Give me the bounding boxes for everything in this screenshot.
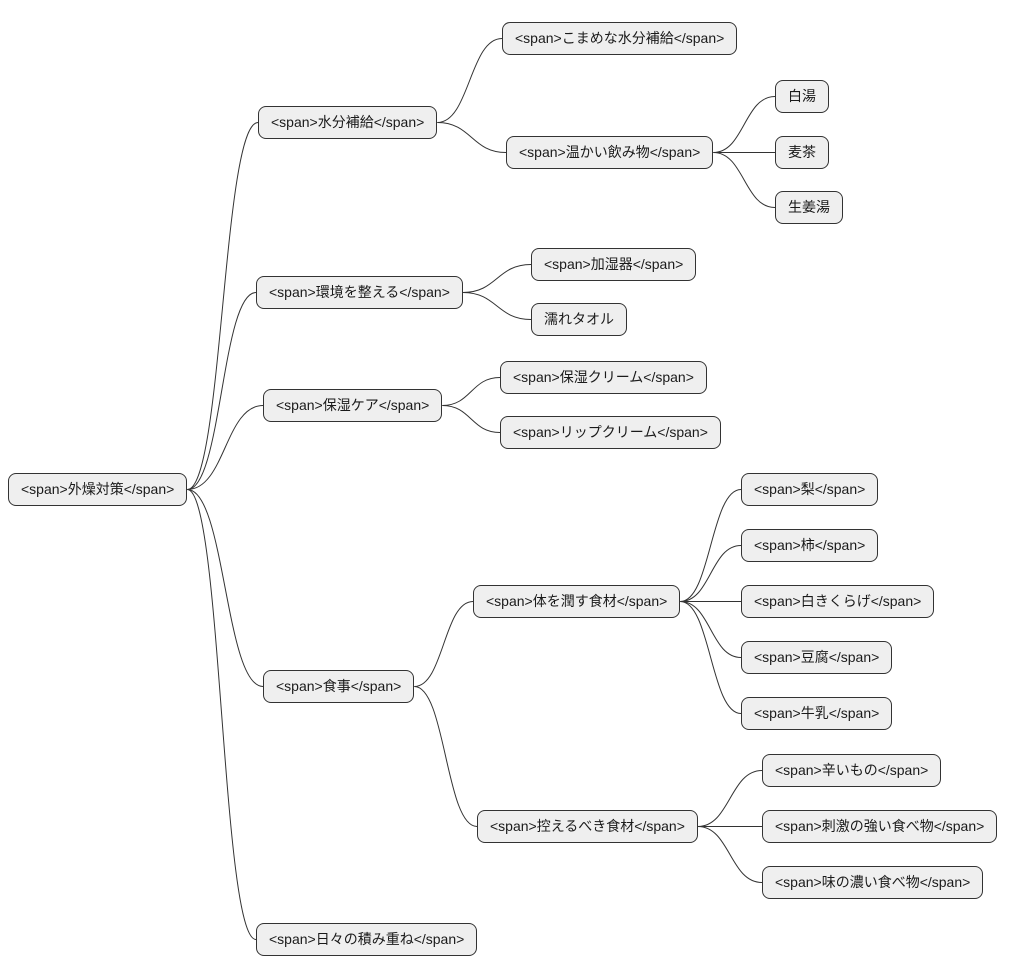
node-root: <span>外燥対策</span> <box>8 473 188 506</box>
node-meals: <span>食事</span> <box>263 670 415 703</box>
node-wet-towel: 濡れタオル <box>531 303 627 336</box>
node-daily-effort: <span>日々の積み重ね</span> <box>256 923 478 956</box>
node-environment: <span>環境を整える</span> <box>256 276 463 309</box>
node-moisture-care: <span>保湿ケア</span> <box>263 389 443 422</box>
node-strong-tasting-food: <span>味の濃い食べ物</span> <box>762 866 984 899</box>
node-white-fungus: <span>白きくらげ</span> <box>741 585 935 618</box>
node-lip-cream: <span>リップクリーム</span> <box>500 416 721 449</box>
node-tofu: <span>豆腐</span> <box>741 641 893 674</box>
node-mugicha: 麦茶 <box>775 136 829 169</box>
node-pear: <span>梨</span> <box>741 473 879 506</box>
node-foods-to-avoid: <span>控えるべき食材</span> <box>477 810 698 843</box>
node-stimulating-food: <span>刺激の強い食べ物</span> <box>762 810 998 843</box>
node-milk: <span>牛乳</span> <box>741 697 893 730</box>
node-shogayu: 生姜湯 <box>775 191 843 224</box>
node-hydration: <span>水分補給</span> <box>258 106 438 139</box>
node-humidifier: <span>加湿器</span> <box>531 248 697 281</box>
node-persimmon: <span>柿</span> <box>741 529 879 562</box>
node-spicy-food: <span>辛いもの</span> <box>762 754 942 787</box>
node-warm-drinks: <span>温かい飲み物</span> <box>506 136 714 169</box>
node-moistening-foods: <span>体を潤す食材</span> <box>473 585 681 618</box>
node-frequent-hydration: <span>こまめな水分補給</span> <box>502 22 738 55</box>
node-sayu: 白湯 <box>775 80 829 113</box>
node-moisturizing-cream: <span>保湿クリーム</span> <box>500 361 707 394</box>
